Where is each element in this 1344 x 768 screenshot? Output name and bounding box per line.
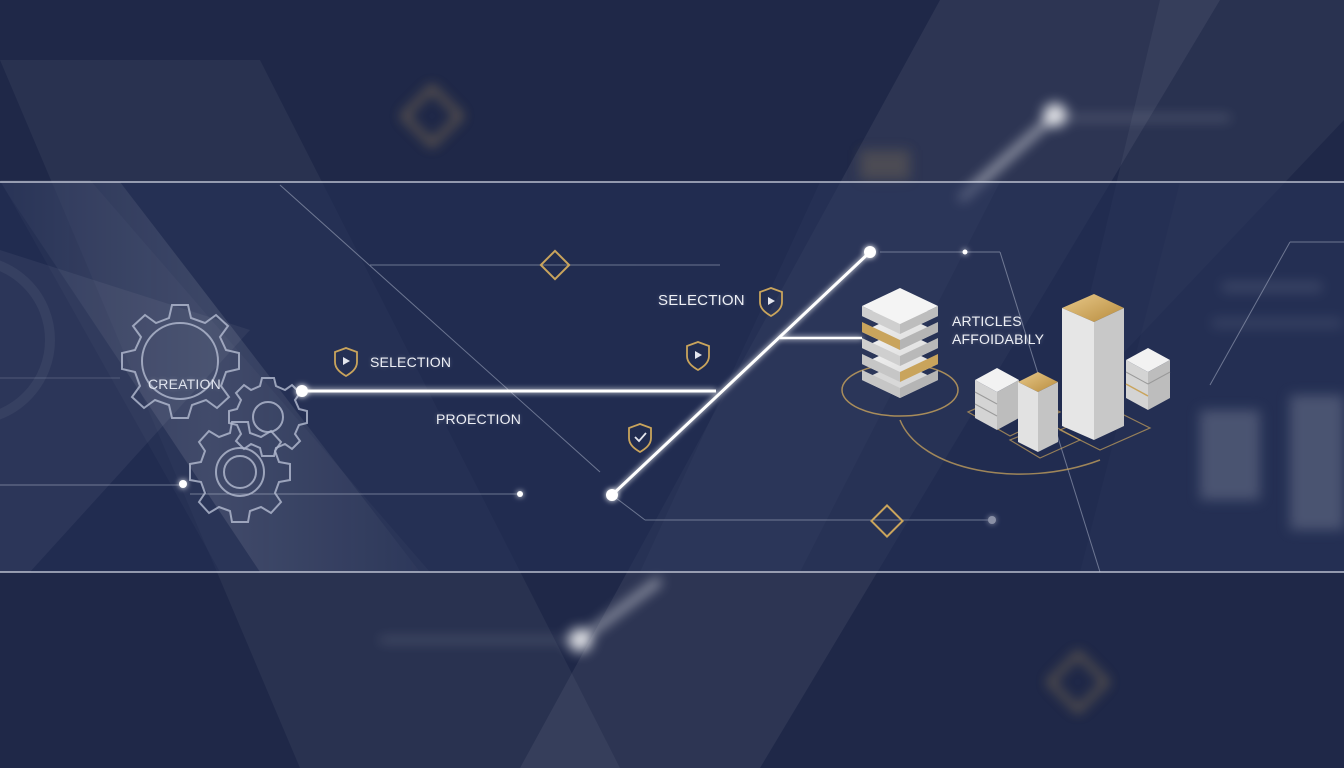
gear-icon (189, 421, 291, 523)
shield-play-icon (334, 347, 358, 378)
shield-check-icon (628, 423, 652, 454)
articles-label-line1: ARTICLES (952, 313, 1022, 329)
selection-label-top: SELECTION (658, 292, 745, 309)
gear-icon (121, 304, 240, 419)
junction-node (606, 489, 618, 501)
articles-label: ARTICLES AFFOIDABILY (952, 312, 1044, 348)
flow-nodes (179, 246, 996, 524)
background-ring (0, 260, 55, 420)
diamond-icon (539, 249, 571, 281)
building-bars-icon (899, 294, 1171, 475)
server-stack-icon (841, 288, 959, 417)
shield-play-icon (759, 287, 783, 318)
shield-play-icon (686, 341, 710, 372)
selection-label-left: SELECTION (370, 354, 452, 370)
end-node (864, 246, 876, 258)
projection-label: PROECTION (436, 411, 522, 427)
flow-path (302, 250, 872, 497)
diamond-icon (870, 504, 904, 538)
guide-lines (0, 184, 1344, 573)
articles-label-line2: AFFOIDABILY (952, 331, 1045, 347)
creation-label: CREATION (148, 376, 221, 392)
start-node (296, 385, 308, 397)
